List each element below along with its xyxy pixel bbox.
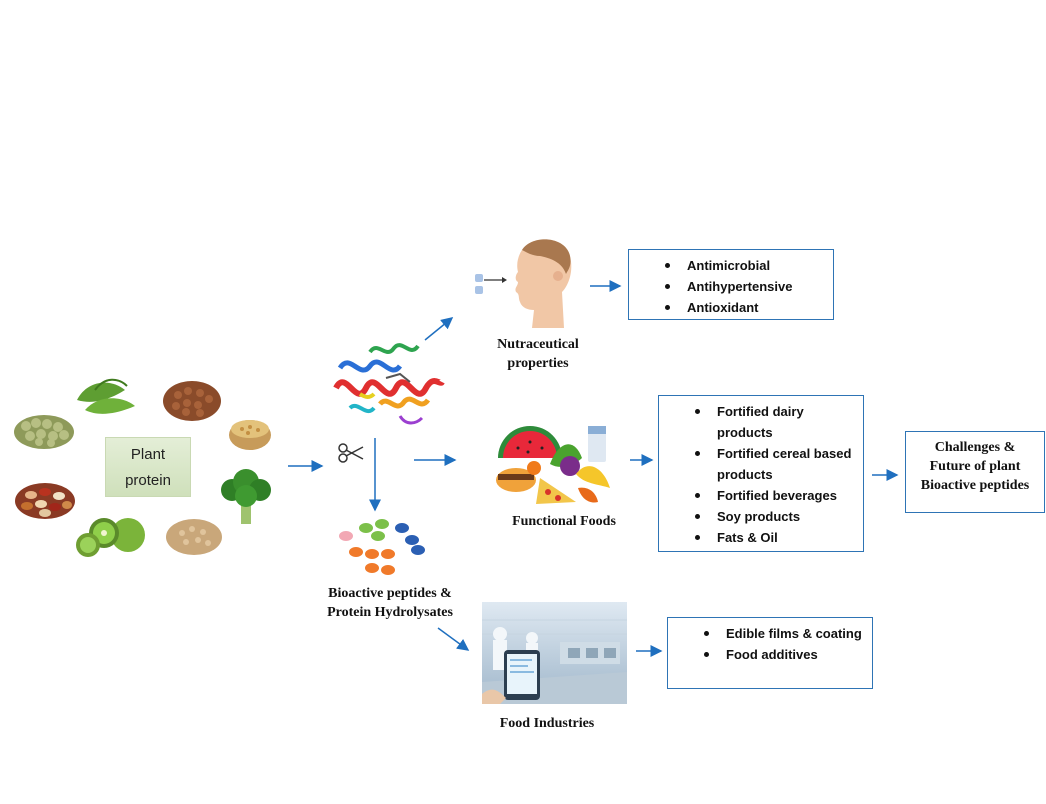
arrow-to-nutraceutical	[424, 317, 454, 341]
list-item: Antimicrobial	[665, 255, 833, 276]
challenges-line-3: Bioactive peptides	[920, 478, 1030, 493]
industries-box: Edible films & coating Food additives	[667, 617, 873, 689]
list-item: Edible films & coating	[704, 623, 872, 644]
factory-icon	[482, 602, 627, 704]
list-item: Antihypertensive	[665, 276, 833, 297]
list-item: Antioxidant	[665, 297, 833, 318]
peptide-pills-icon	[339, 519, 425, 575]
list-item: Fortified beverages	[695, 485, 863, 506]
wheat-bowl-icon	[229, 420, 271, 450]
nutraceutical-title: Nutraceutical properties	[478, 335, 598, 373]
challenges-line-1: Challenges &	[934, 440, 1016, 455]
nutraceutical-title-2: properties	[507, 356, 569, 371]
challenges-line-2: Future of plant	[929, 459, 1021, 474]
list-item-text: Fortified dairy products	[717, 404, 804, 440]
lentil-icon	[163, 381, 221, 421]
arrow-to-industries	[437, 627, 470, 651]
functional-box: Fortified dairy products Fortified cerea…	[658, 395, 864, 552]
protein-structure-icon	[333, 343, 445, 425]
broccoli-icon	[221, 469, 271, 524]
beans-icon	[15, 483, 75, 519]
industries-title: Food Industries	[499, 716, 595, 731]
plant-protein-label-1: Plant	[130, 446, 166, 463]
center-label-1: Bioactive peptides &	[328, 586, 452, 601]
inhaler-icon	[475, 274, 507, 294]
list-item: Food additives	[704, 644, 872, 665]
list-item: Fortified cereal based products	[695, 443, 863, 485]
list-item: Fortified dairy products	[695, 401, 863, 443]
plant-protein-label-2: protein	[125, 472, 171, 489]
center-label-2: Protein Hydrolysates	[327, 605, 453, 620]
kiwi-icon	[76, 518, 145, 557]
quinoa-icon	[166, 519, 222, 555]
list-item: Soy products	[695, 506, 863, 527]
human-face-icon	[475, 239, 572, 328]
plant-sources	[14, 378, 271, 557]
pea-icon	[14, 415, 74, 449]
food-pile-icon	[496, 426, 610, 504]
scissors-icon	[338, 443, 364, 463]
center-label: Bioactive peptides & Protein Hydrolysate…	[310, 584, 470, 622]
functional-title: Functional Foods	[512, 514, 616, 529]
edamame-icon	[77, 378, 135, 414]
challenges-box: Challenges & Future of plant Bioactive p…	[905, 431, 1045, 513]
nutraceutical-box: Antimicrobial Antihypertensive Antioxida…	[628, 249, 834, 320]
nutraceutical-title-1: Nutraceutical	[497, 337, 579, 352]
list-item: Fats & Oil	[695, 527, 863, 548]
list-item-text: Fortified cereal based products	[717, 446, 852, 482]
plant-protein-box: Plant protein	[105, 437, 191, 497]
